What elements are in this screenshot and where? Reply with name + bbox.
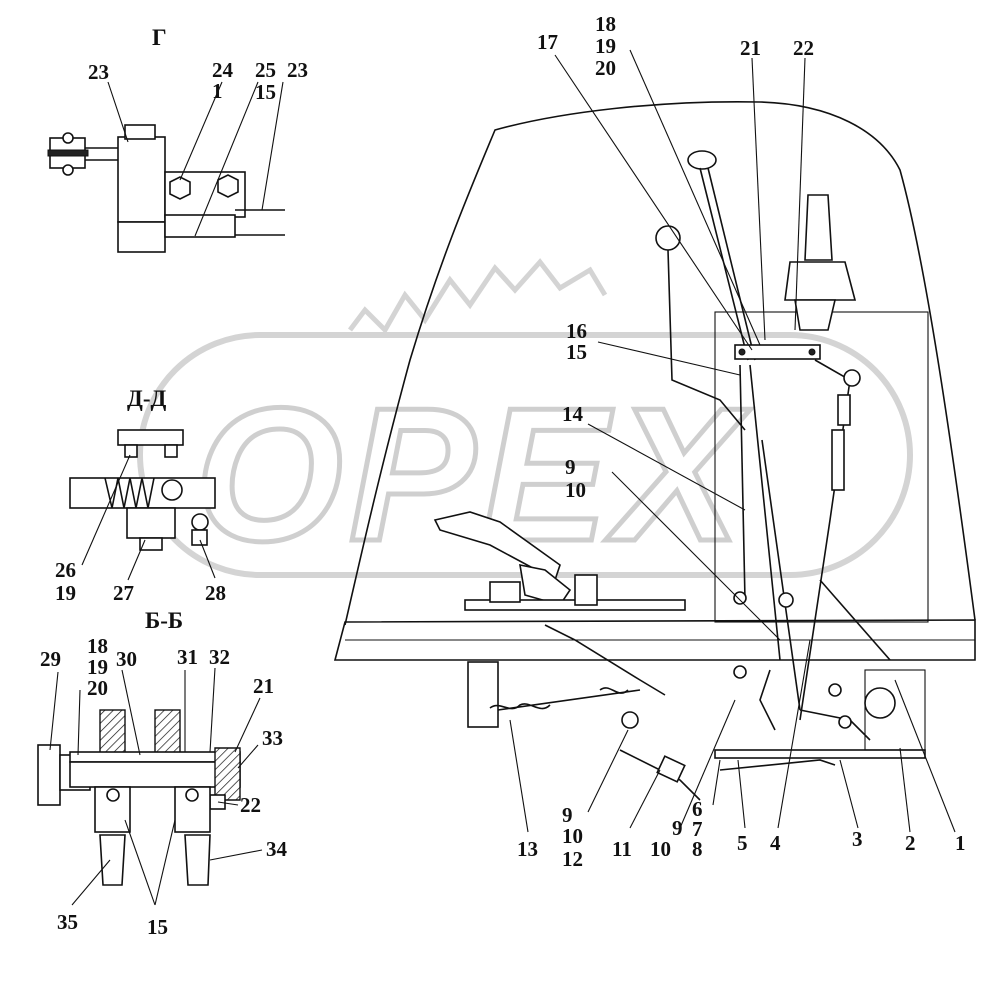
callouts-main: 1 2 3 4 5 6 7 8 9 10 11 9 10 12 13 9 10 … xyxy=(517,12,966,871)
callout-bb-21: 21 xyxy=(253,674,274,698)
callout-bb-35: 35 xyxy=(57,910,78,934)
callouts-view-bb: 29 18 19 20 30 31 32 21 33 22 34 35 15 xyxy=(40,634,288,939)
callout-bb-32: 32 xyxy=(209,645,230,669)
callout-1: 1 xyxy=(955,831,966,855)
callout-16: 16 xyxy=(566,319,587,343)
callout-18: 18 xyxy=(595,12,616,36)
callout-10: 10 xyxy=(650,837,671,861)
view-dd xyxy=(69,429,216,551)
lower-linkage xyxy=(714,669,926,771)
callout-17: 17 xyxy=(537,30,558,54)
callout-bb-20: 20 xyxy=(87,676,108,700)
callout-g-25: 25 xyxy=(255,58,276,82)
watermark-text: OPEX xyxy=(195,369,751,581)
callout-bb-19: 19 xyxy=(87,655,108,679)
callouts-view-g: 23 24 1 25 15 23 xyxy=(88,58,308,104)
watermark: OPEX xyxy=(137,258,913,584)
callout-g-23b: 23 xyxy=(287,58,308,82)
callouts-view-dd: 26 19 27 28 xyxy=(55,558,226,605)
callout-9b: 9 xyxy=(562,803,573,827)
callout-13: 13 xyxy=(517,837,538,861)
callout-8: 8 xyxy=(692,837,703,861)
callout-bb-30: 30 xyxy=(116,647,137,671)
callout-22: 22 xyxy=(793,36,814,60)
callout-dd-28: 28 xyxy=(205,581,226,605)
callout-10b: 10 xyxy=(562,824,583,848)
callout-7: 7 xyxy=(692,817,703,841)
leader-lines xyxy=(49,49,956,906)
callout-4: 4 xyxy=(770,831,781,855)
view-bb xyxy=(37,709,241,886)
callout-bb-22: 22 xyxy=(240,793,261,817)
callout-15: 15 xyxy=(566,340,587,364)
levers xyxy=(655,150,891,721)
callout-2: 2 xyxy=(905,831,916,855)
view-g xyxy=(47,124,285,253)
section-title-dd: Д-Д xyxy=(127,386,166,411)
callout-bb-33: 33 xyxy=(262,726,283,750)
callout-5: 5 xyxy=(737,831,748,855)
callout-g-15: 15 xyxy=(255,80,276,104)
callout-3: 3 xyxy=(852,827,863,851)
callout-dd-19: 19 xyxy=(55,581,76,605)
callout-19: 19 xyxy=(595,34,616,58)
callout-6: 6 xyxy=(692,797,703,821)
callout-g-23a: 23 xyxy=(88,60,109,84)
callout-bb-18: 18 xyxy=(87,634,108,658)
callout-9c: 9 xyxy=(565,455,576,479)
pedal-assembly xyxy=(433,511,747,801)
callout-g-24: 24 xyxy=(212,58,234,82)
callout-9: 9 xyxy=(672,816,683,840)
callout-bb-29: 29 xyxy=(40,647,61,671)
callout-10c: 10 xyxy=(565,478,586,502)
callout-11: 11 xyxy=(612,837,632,861)
callout-bb-15: 15 xyxy=(147,915,168,939)
callout-dd-27: 27 xyxy=(113,581,134,605)
callout-bb-31: 31 xyxy=(177,645,198,669)
callout-bb-34: 34 xyxy=(266,837,288,861)
callout-21: 21 xyxy=(740,36,761,60)
callout-14: 14 xyxy=(562,402,584,426)
callout-20: 20 xyxy=(595,56,616,80)
callout-dd-26: 26 xyxy=(55,558,76,582)
section-title-g: Г xyxy=(152,25,167,50)
section-title-bb: Б-Б xyxy=(145,608,183,633)
callout-g-1: 1 xyxy=(212,79,223,103)
callout-12: 12 xyxy=(562,847,583,871)
